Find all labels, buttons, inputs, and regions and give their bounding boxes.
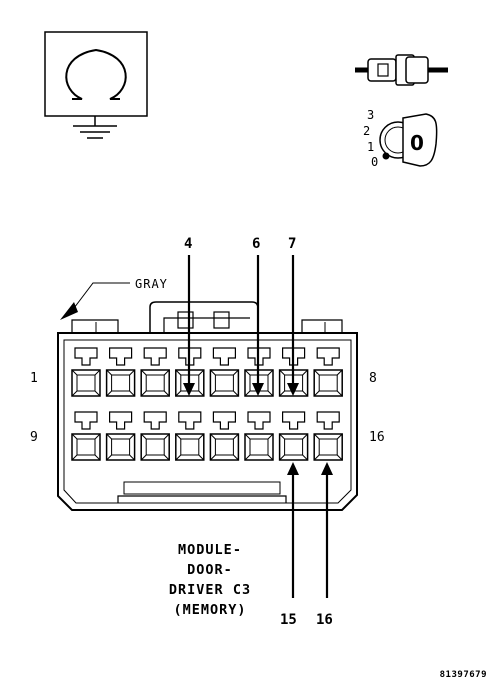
ignition-position-3: 3 <box>367 108 374 122</box>
cavity-9 <box>71 411 101 461</box>
caption-line-4: (MEMORY) <box>173 602 247 618</box>
cavity-13 <box>209 411 240 461</box>
arrow-head-pin-15 <box>287 462 299 475</box>
caption-line-1: MODULE- <box>178 542 242 558</box>
pin-label-16: 16 <box>369 430 385 445</box>
arrow-head-pin-6 <box>252 383 264 396</box>
ignition-key-icon: 3 2 1 0 0 <box>363 108 438 169</box>
arrow-head-pin-16 <box>321 462 333 475</box>
cavity-10 <box>105 411 136 461</box>
callout-pin-7: 7 <box>288 236 296 252</box>
arrow-head-pin-4 <box>183 383 195 396</box>
ignition-position-1: 1 <box>367 140 374 154</box>
cavity-8 <box>313 347 343 397</box>
pin-label-1: 1 <box>30 371 38 386</box>
cavity-2 <box>105 347 136 397</box>
ignition-position-2: 2 <box>363 124 370 138</box>
ohmmeter-ground-icon <box>44 31 148 139</box>
arrow-head-pin-7 <box>287 383 299 396</box>
ignition-position-0: 0 <box>371 155 378 169</box>
callout-pin-16: 16 <box>316 612 333 628</box>
cavity-11 <box>140 411 170 461</box>
pin-label-8: 8 <box>369 371 377 386</box>
ignition-key-label: 0 <box>410 131 424 155</box>
cavity-12 <box>175 411 205 461</box>
cavity-3 <box>140 347 170 397</box>
connector-color-label: GRAY <box>135 277 168 291</box>
caption-line-2: DOOR- <box>187 562 233 578</box>
cavity-1 <box>71 347 101 397</box>
callout-pin-4: 4 <box>184 236 192 252</box>
callout-arrows <box>187 255 329 598</box>
connector-cavities <box>71 347 343 461</box>
connector-body <box>57 301 358 511</box>
cavity-16 <box>313 411 343 461</box>
pin-label-9: 9 <box>30 430 38 445</box>
caption-line-3: DRIVER C3 <box>168 582 252 598</box>
cavity-15 <box>278 411 309 461</box>
figure-code: 81397679 <box>439 670 487 680</box>
connector-icon <box>355 54 448 86</box>
cavity-14 <box>244 411 274 461</box>
callout-pin-15: 15 <box>280 612 297 628</box>
connector-caption: MODULE- DOOR- DRIVER C3 (MEMORY) <box>150 540 270 620</box>
callout-pin-6: 6 <box>252 236 260 252</box>
cavity-5 <box>209 347 240 397</box>
arrow-head-icon <box>60 302 78 320</box>
